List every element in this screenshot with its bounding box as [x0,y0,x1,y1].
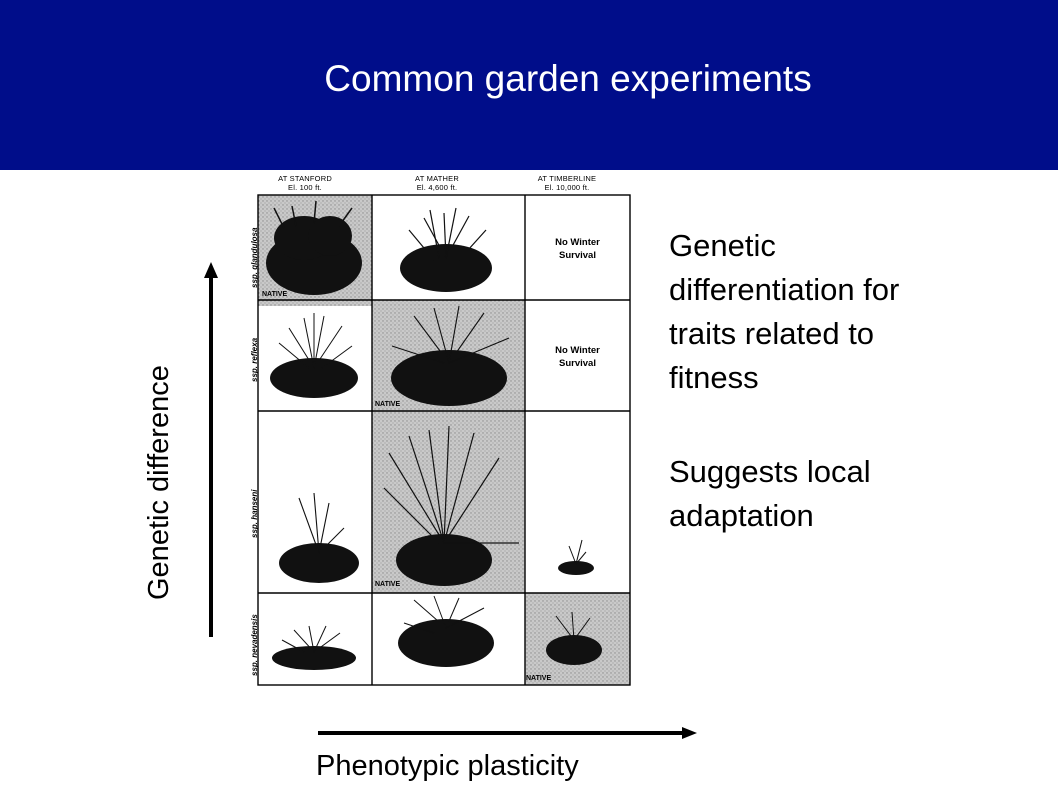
common-garden-figure: AT STANFORD El. 100 ft. AT MATHER El. 4,… [234,168,634,690]
row-label-nevadensis: ssp. nevadensis [250,614,259,676]
no-survival-glandulosa-line2: Survival [559,250,596,261]
plant-hanseni-stanford [279,492,359,583]
grid-lines [257,194,631,686]
row-label-reflexa: ssp. reflexa [250,337,259,382]
no-survival-glandulosa-line1: No Winter [555,237,600,248]
column-header-mather-line2: El. 4,600 ft. [416,183,458,192]
x-axis-arrowhead [682,727,697,739]
no-survival-reflexa: No Winter Survival [525,344,630,370]
plant-glandulosa-mather [400,207,492,292]
slide-title: Common garden experiments [324,58,812,99]
column-header-stanford: AT STANFORD El. 100 ft. [242,174,368,192]
plant-grid [257,194,631,686]
plant-reflexa-mather [391,305,510,406]
plant-reflexa-stanford [270,313,358,398]
y-axis-label: Genetic difference [143,365,175,600]
column-header-mather-line1: AT MATHER [415,174,459,183]
row-label-glandulosa: ssp. glandulosa [250,227,259,288]
column-header-stanford-line2: El. 100 ft. [288,183,322,192]
native-label-reflexa: NATIVE [375,401,401,408]
plant-glandulosa-stanford [266,200,362,295]
column-header-timberline-line2: El. 10,000 ft. [544,183,590,192]
y-axis-arrowhead [204,262,218,278]
plant-nevadensis-stanford [272,625,356,670]
column-header-stanford-line1: AT STANFORD [278,174,332,183]
column-header-timberline-line1: AT TIMBERLINE [537,174,597,183]
native-label-hanseni: NATIVE [375,581,401,588]
side-point-genetic-differentiation: Genetic differentiation for traits relat… [669,228,900,395]
plant-nevadensis-mather [398,595,494,667]
no-survival-glandulosa: No Winter Survival [525,236,630,262]
plant-hanseni-mather [383,425,519,586]
row-label-hanseni: ssp. hanseni [250,489,259,538]
native-label-nevadensis: NATIVE [526,675,552,682]
no-survival-reflexa-line1: No Winter [555,345,600,356]
side-point-local-adaptation: Suggests local adaptation [669,454,871,533]
native-label-glandulosa: NATIVE [262,291,288,298]
header-bar: Common garden experiments [0,0,1058,170]
no-survival-reflexa-line2: Survival [559,358,596,369]
column-header-mather: AT MATHER El. 4,600 ft. [374,174,500,192]
column-header-timberline: AT TIMBERLINE El. 10,000 ft. [504,174,630,192]
x-axis-label: Phenotypic plasticity [316,750,579,782]
plant-hanseni-timberline [558,539,594,575]
plant-nevadensis-timberline [546,611,602,665]
